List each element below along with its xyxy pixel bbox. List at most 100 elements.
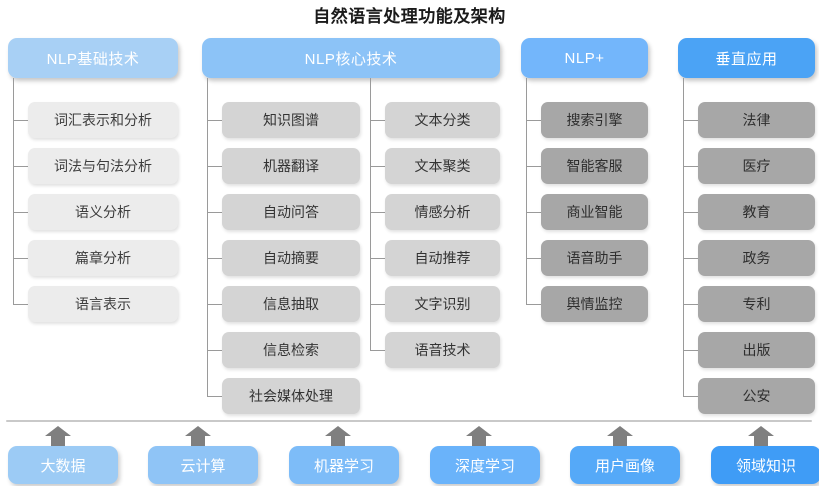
leaf-label: 语音技术 (414, 342, 471, 358)
foundation-label: 机器学习 (313, 457, 374, 475)
up-arrow-icon (45, 426, 71, 446)
leaf-label: 社会媒体处理 (249, 388, 333, 404)
connector-stub (683, 304, 698, 305)
leaf-box[interactable]: 医疗 (698, 148, 815, 184)
leaf-label: 自动问答 (263, 204, 319, 220)
connector-stub (683, 120, 698, 121)
connector-trunk-basic (13, 78, 14, 305)
connector-stub (370, 258, 385, 259)
leaf-box[interactable]: 专利 (698, 286, 815, 322)
leaf-box[interactable]: 文本聚类 (385, 148, 500, 184)
connector-stub (207, 258, 222, 259)
leaf-label: 情感分析 (414, 204, 471, 220)
foundation-box-user-profile[interactable]: 用户画像 (570, 446, 680, 484)
connector-stub (526, 304, 541, 305)
leaf-label: 教育 (742, 204, 771, 220)
leaf-box[interactable]: 语音技术 (385, 332, 500, 368)
connector-stub (207, 212, 222, 213)
leaf-box[interactable]: 语言表示 (28, 286, 178, 322)
leaf-label: 词法与句法分析 (54, 158, 152, 174)
connector-trunk-core-1 (207, 78, 208, 396)
connector-stub (370, 350, 385, 351)
leaf-label: 文本分类 (414, 112, 471, 128)
leaf-box[interactable]: 知识图谱 (222, 102, 360, 138)
leaf-box[interactable]: 法律 (698, 102, 815, 138)
group-header-vertical-app[interactable]: 垂直应用 (678, 38, 815, 78)
leaf-box[interactable]: 商业智能 (541, 194, 648, 230)
group-header-nlp-basic[interactable]: NLP基础技术 (8, 38, 178, 78)
up-arrow-icon (748, 426, 774, 446)
leaf-label: 法律 (742, 112, 771, 128)
leaf-box[interactable]: 篇章分析 (28, 240, 178, 276)
leaf-box[interactable]: 自动推荐 (385, 240, 500, 276)
leaf-label: 文字识别 (414, 296, 471, 312)
leaf-box[interactable]: 智能客服 (541, 148, 648, 184)
foundation-label: 云计算 (180, 457, 226, 475)
connector-stub (13, 258, 28, 259)
foundation-box-domain-knowledge[interactable]: 领域知识 (711, 446, 819, 484)
leaf-box[interactable]: 社会媒体处理 (222, 378, 360, 414)
leaf-box[interactable]: 自动摘要 (222, 240, 360, 276)
connector-stub (370, 212, 385, 213)
foundation-box-deep-learning[interactable]: 深度学习 (430, 446, 540, 484)
leaf-box[interactable]: 公安 (698, 378, 815, 414)
leaf-box[interactable]: 政务 (698, 240, 815, 276)
leaf-box[interactable]: 文本分类 (385, 102, 500, 138)
up-arrow-icon (325, 426, 351, 446)
leaf-label: 语言表示 (75, 296, 131, 312)
connector-stub (207, 304, 222, 305)
group-header-nlp-core[interactable]: NLP核心技术 (202, 38, 500, 78)
foundation-divider (6, 420, 812, 422)
connector-stub (13, 166, 28, 167)
foundation-box-cloud-computing[interactable]: 云计算 (148, 446, 258, 484)
connector-trunk-plus (526, 78, 527, 305)
up-arrow-icon (185, 426, 211, 446)
leaf-label: 智能客服 (566, 158, 623, 174)
leaf-label: 搜索引擎 (566, 112, 623, 128)
leaf-box[interactable]: 语音助手 (541, 240, 648, 276)
leaf-box[interactable]: 文字识别 (385, 286, 500, 322)
leaf-box[interactable]: 词汇表示和分析 (28, 102, 178, 138)
foundation-label: 深度学习 (454, 457, 515, 475)
connector-trunk-vertical (683, 78, 684, 396)
leaf-box[interactable]: 语义分析 (28, 194, 178, 230)
leaf-box[interactable]: 情感分析 (385, 194, 500, 230)
leaf-label: 机器翻译 (263, 158, 319, 174)
connector-stub (207, 396, 222, 397)
foundation-label: 用户画像 (594, 457, 655, 475)
leaf-label: 信息抽取 (263, 296, 319, 312)
foundation-box-machine-learning[interactable]: 机器学习 (289, 446, 399, 484)
connector-stub (683, 166, 698, 167)
page-title: 自然语言处理功能及架构 (313, 7, 506, 26)
group-header-label: NLP核心技术 (304, 50, 398, 68)
leaf-box[interactable]: 自动问答 (222, 194, 360, 230)
connector-stub (207, 166, 222, 167)
connector-stub (683, 396, 698, 397)
connector-stub (370, 120, 385, 121)
leaf-label: 自动摘要 (263, 250, 319, 266)
leaf-label: 专利 (742, 296, 771, 312)
connector-stub (683, 258, 698, 259)
up-arrow-icon (466, 426, 492, 446)
leaf-box[interactable]: 出版 (698, 332, 815, 368)
leaf-box[interactable]: 搜索引擎 (541, 102, 648, 138)
leaf-box[interactable]: 词法与句法分析 (28, 148, 178, 184)
foundation-box-big-data[interactable]: 大数据 (8, 446, 118, 484)
leaf-label: 词汇表示和分析 (54, 112, 152, 128)
leaf-box[interactable]: 教育 (698, 194, 815, 230)
connector-stub (370, 166, 385, 167)
leaf-box[interactable]: 信息检索 (222, 332, 360, 368)
leaf-label: 自动推荐 (414, 250, 471, 266)
leaf-label: 文本聚类 (414, 158, 471, 174)
group-header-label: NLP基础技术 (46, 50, 140, 68)
leaf-box[interactable]: 信息抽取 (222, 286, 360, 322)
connector-stub (526, 120, 541, 121)
connector-stub (370, 304, 385, 305)
connector-stub (683, 212, 698, 213)
group-header-nlp-plus[interactable]: NLP+ (521, 38, 648, 78)
leaf-box[interactable]: 机器翻译 (222, 148, 360, 184)
leaf-box[interactable]: 舆情监控 (541, 286, 648, 322)
connector-stub (526, 258, 541, 259)
leaf-label: 舆情监控 (566, 296, 623, 312)
